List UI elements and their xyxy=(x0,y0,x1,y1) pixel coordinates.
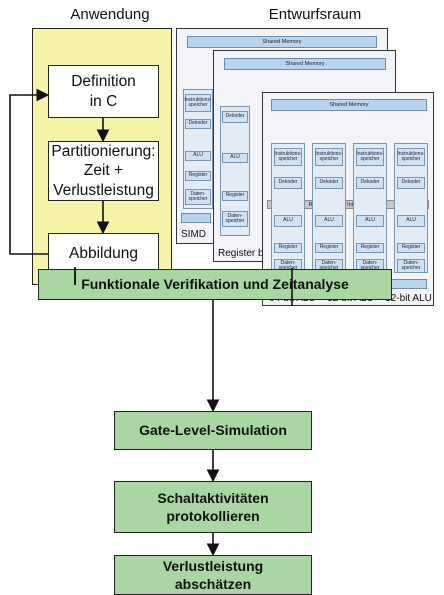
definition-box: Definition in C xyxy=(48,65,159,118)
simd-bottom-bar xyxy=(181,213,211,223)
processor-cell: Instruktions-speicher xyxy=(315,148,343,166)
processor-cell: ALU xyxy=(274,215,302,227)
simd-cell: ALU xyxy=(185,151,211,161)
definition-label: Definition in C xyxy=(71,73,136,110)
header-design-space: Entwurfsraum xyxy=(268,6,362,23)
processor-cell: Register xyxy=(356,243,384,253)
processor-cell: ALU xyxy=(356,215,384,227)
flow-step-power-label: Verlustleistung abschätzen xyxy=(162,557,264,592)
arch-label-simd: SIMD xyxy=(181,229,206,240)
simd-cell: Instruktions-speicher xyxy=(184,94,212,112)
shared-memory-bar: Shared Memory xyxy=(224,58,386,70)
arch-label-register: Register b xyxy=(218,248,264,259)
simd-cell: Dekoder xyxy=(185,119,211,129)
processor-cell: Register xyxy=(397,243,425,253)
processor-cell: ALU xyxy=(397,215,425,227)
processor-cell: Instruktions-speicher xyxy=(397,148,425,166)
flow-step-gate-level: Gate-Level-Simulation xyxy=(114,411,312,450)
flow-step-switching-label: Schaltaktivitäten protokollieren xyxy=(157,489,269,524)
processor-cell: Dekoder xyxy=(397,177,425,189)
processor-cell: Instruktions-speicher xyxy=(274,148,302,166)
processor-cell: Register xyxy=(315,243,343,253)
processor-cell: Dekoder xyxy=(315,177,343,189)
processor-cell: Daten-speicher xyxy=(397,259,425,273)
interconnect-bar: Reconfigurable Interconnections xyxy=(267,200,429,209)
mapping-label: Abbildung xyxy=(69,245,138,263)
mapping-box: Abbildung xyxy=(48,233,159,275)
header-application: Anwendung xyxy=(70,6,150,23)
reg-cell: Daten-speicher xyxy=(222,211,248,227)
simd-cell: Daten-speicher xyxy=(185,189,211,205)
feedback-loop-arrow xyxy=(9,88,50,255)
reg-cell: Register xyxy=(222,191,248,201)
shared-memory-bar: Shared Memory xyxy=(187,36,377,48)
partition-box: Partitionierung: Zeit + Verlustleistung xyxy=(48,141,159,201)
shared-memory-bar: Shared Memory xyxy=(271,99,427,111)
reg-cell: Dekoder xyxy=(222,111,248,123)
processor-cell: Dekoder xyxy=(356,177,384,189)
simd-cell: Register xyxy=(185,171,211,181)
processor-cell: Register xyxy=(274,243,302,253)
reg-cell: ALU xyxy=(222,153,248,163)
processor-cell: Instruktions-speicher xyxy=(356,148,384,166)
flow-step-verification: Funktionale Verifikation und Zeitanalyse xyxy=(38,269,392,300)
processor-cell: Dekoder xyxy=(274,177,302,189)
partition-label: Partitionierung: Zeit + Verlustleistung xyxy=(51,142,156,199)
processor-cell: ALU xyxy=(315,215,343,227)
